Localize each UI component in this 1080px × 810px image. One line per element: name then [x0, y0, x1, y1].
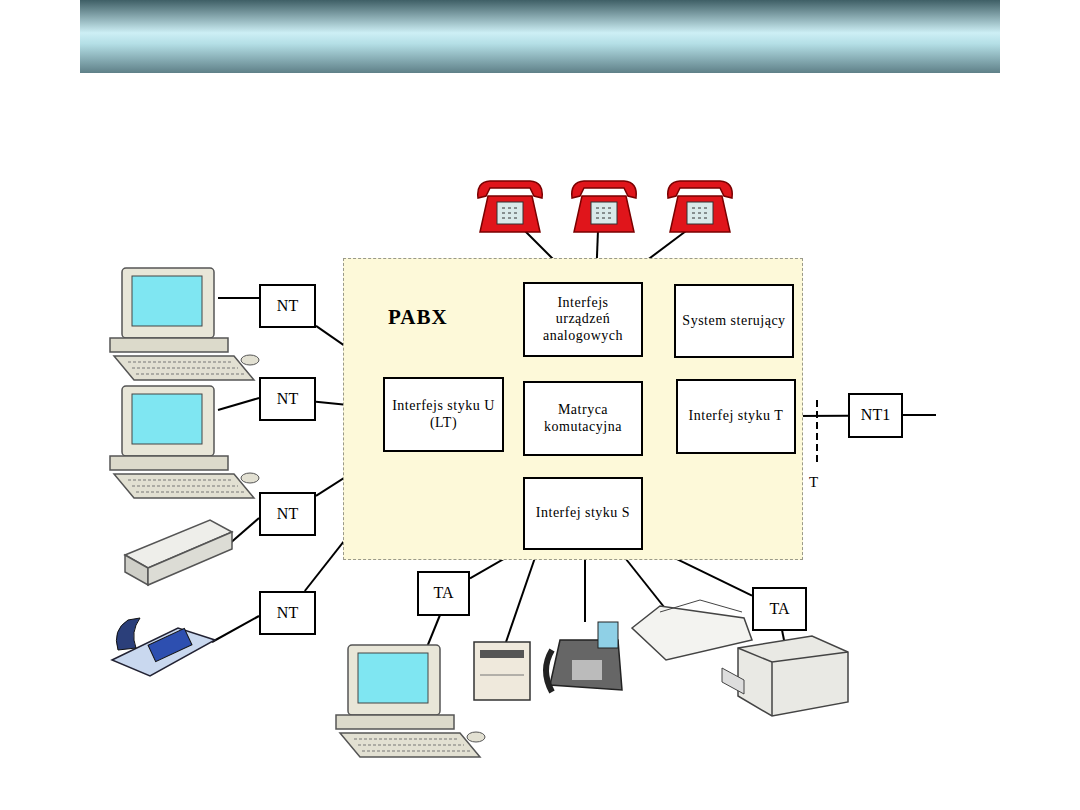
nt-box: NT	[259, 492, 316, 536]
analog-phone-icon	[668, 181, 733, 232]
fax-icon	[632, 600, 752, 660]
node-text: Interfejs urządzeń analogowych	[530, 295, 636, 343]
nt1-box: NT1	[848, 393, 903, 438]
interface-box: Interfejs urządzeń analogowych	[523, 282, 643, 357]
node-text: Interfej styku S	[536, 505, 630, 521]
region-heading: PABX	[388, 305, 448, 329]
node-text: TA	[769, 600, 789, 618]
pabx-region: PABX Interfejs urządzeń analogowych System…	[343, 258, 803, 560]
node-text: Interfejs styku U (LT)	[390, 398, 497, 430]
node-text: NT	[277, 505, 298, 523]
analog-phone-icon	[478, 181, 543, 232]
node-text: NT1	[861, 406, 890, 424]
node-text: NT	[277, 297, 298, 315]
computer-icon	[336, 645, 485, 757]
copier-icon	[722, 636, 848, 716]
isdn-phone-icon	[112, 618, 215, 676]
node-text: NT	[277, 604, 298, 622]
node-text: TA	[433, 584, 453, 602]
node-text: System sterujący	[682, 313, 785, 329]
nt-box: NT	[259, 377, 316, 421]
ta-box: TA	[752, 587, 807, 631]
control-system-box: System sterujący	[674, 284, 794, 358]
analog-phone-icon	[572, 181, 637, 232]
desk-phone-icon	[546, 622, 622, 692]
nt-box: NT	[259, 591, 316, 635]
node-text: NT	[277, 390, 298, 408]
interface-box: Interfej styku T	[676, 379, 796, 454]
ta-box: TA	[417, 571, 470, 616]
device-wires	[212, 228, 936, 652]
nt-box: NT	[259, 284, 316, 328]
computer-icon	[110, 268, 259, 380]
title-bar	[80, 0, 1000, 73]
node-text: Interfej styku T	[689, 408, 784, 424]
switching-matrix-box: Matryca komutacyjna	[523, 381, 643, 456]
connector-line	[796, 415, 848, 417]
scanner-icon	[125, 520, 232, 585]
reference-point-label: T	[809, 474, 818, 491]
node-text: Matryca komutacyjna	[530, 402, 636, 434]
interface-box: Interfejs styku U (LT)	[383, 377, 504, 452]
t-reference-line	[816, 400, 818, 466]
interface-box: Interfej styku S	[523, 477, 643, 550]
computer-icon	[110, 386, 259, 498]
printer-icon	[474, 642, 530, 700]
